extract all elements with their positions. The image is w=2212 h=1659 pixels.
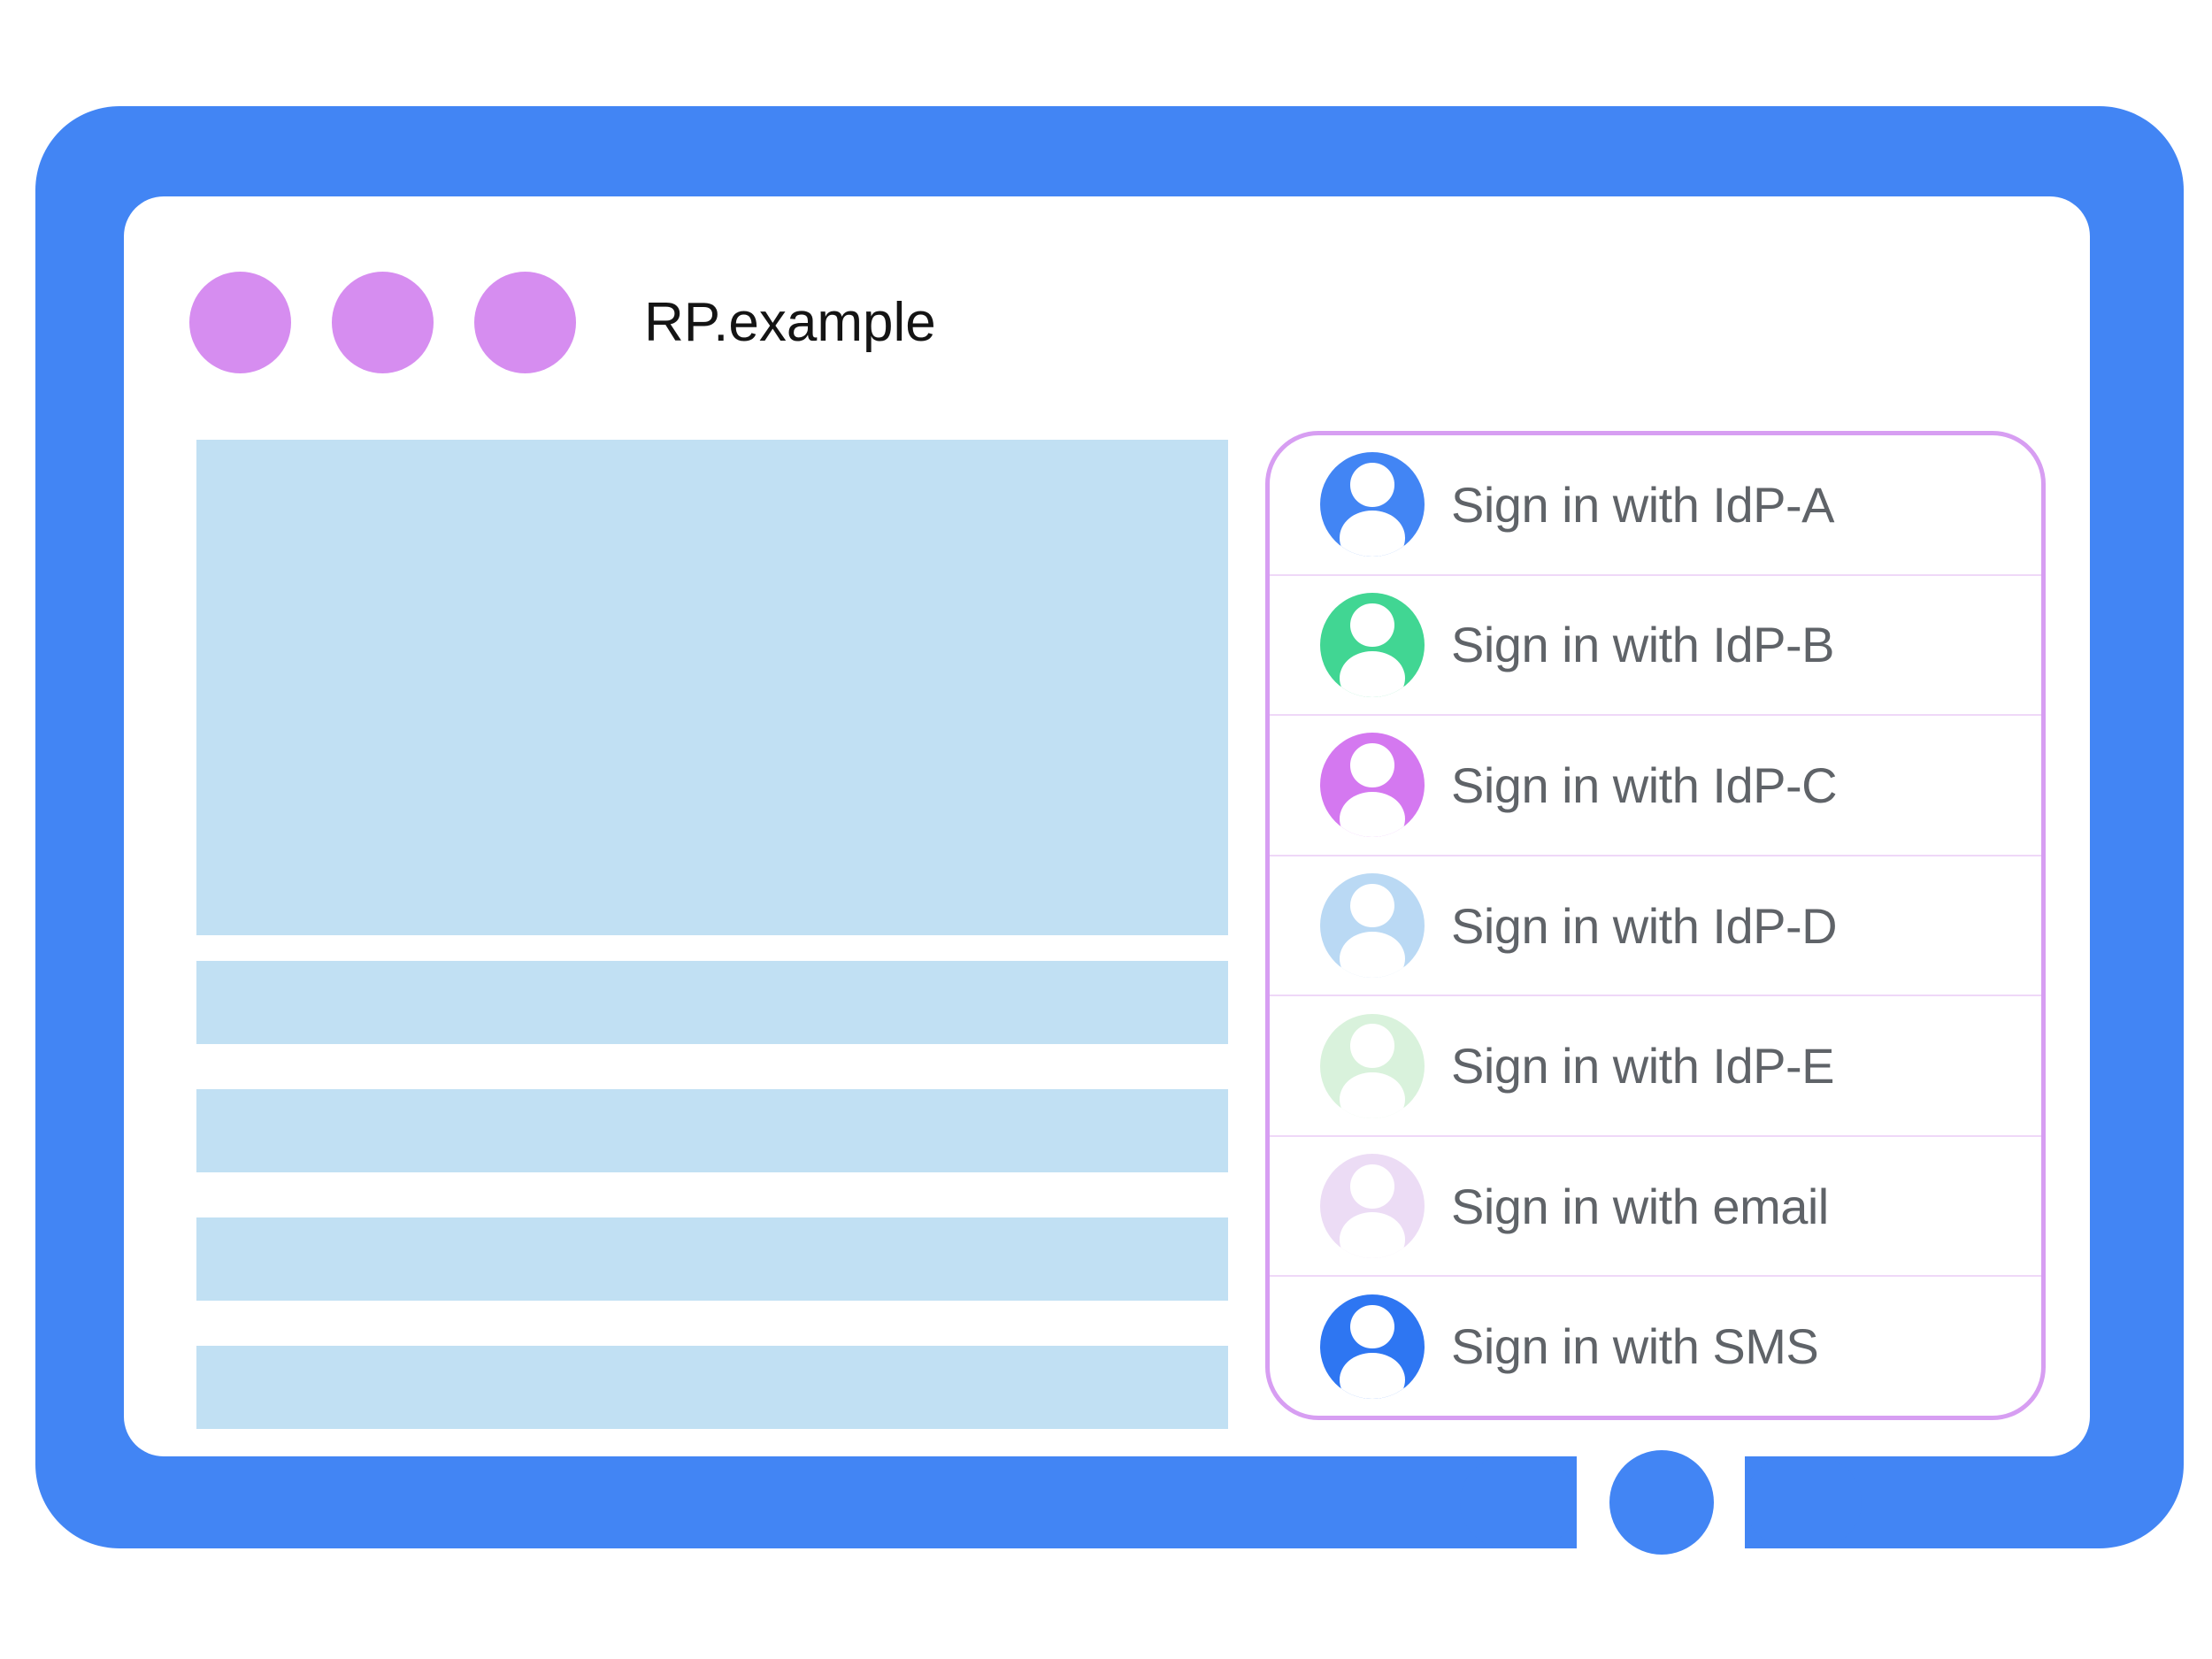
bezel-band-left-cap xyxy=(1460,1456,1577,1548)
window-control-dot xyxy=(474,272,576,373)
person-head-shape xyxy=(1350,743,1394,787)
signin-option-label: Sign in with IdP-E xyxy=(1451,1038,1834,1094)
window-title: RP.example xyxy=(644,292,936,353)
person-head-shape xyxy=(1350,603,1394,648)
signin-option-label: Sign in with IdP-A xyxy=(1451,476,1834,533)
signin-option-row[interactable]: Sign in with IdP-D xyxy=(1270,854,2041,995)
person-torso-shape xyxy=(1340,1071,1405,1118)
content-placeholder-line xyxy=(196,1217,1228,1301)
content-placeholder-line xyxy=(196,1346,1228,1429)
content-placeholder-line xyxy=(196,961,1228,1044)
person-torso-shape xyxy=(1340,791,1405,838)
signin-option-label: Sign in with IdP-B xyxy=(1451,617,1834,673)
person-icon xyxy=(1320,1154,1425,1259)
person-head-shape xyxy=(1350,1164,1394,1209)
signin-option-row[interactable]: Sign in with SMS xyxy=(1270,1275,2041,1416)
person-head-shape xyxy=(1350,883,1394,928)
home-button[interactable] xyxy=(1609,1450,1714,1555)
person-icon xyxy=(1320,1294,1425,1399)
signin-option-label: Sign in with email xyxy=(1451,1178,1829,1234)
person-torso-shape xyxy=(1340,1212,1405,1259)
person-torso-shape xyxy=(1340,650,1405,697)
person-torso-shape xyxy=(1340,932,1405,979)
person-icon xyxy=(1320,733,1425,838)
person-icon xyxy=(1320,592,1425,697)
content-placeholder-hero xyxy=(196,440,1228,935)
window-control-dot xyxy=(332,272,434,373)
bezel-band-right-cap xyxy=(1745,1456,1862,1548)
signin-option-label: Sign in with IdP-C xyxy=(1451,757,1838,813)
signin-panel: Sign in with IdP-A Sign in with IdP-B Sign… xyxy=(1265,431,2046,1420)
person-head-shape xyxy=(1350,1304,1394,1349)
person-icon xyxy=(1320,1013,1425,1118)
window-control-dot xyxy=(189,272,291,373)
signin-option-row[interactable]: Sign in with IdP-E xyxy=(1270,995,2041,1135)
signin-option-row[interactable]: Sign in with IdP-A xyxy=(1270,435,2041,574)
person-torso-shape xyxy=(1340,511,1405,557)
person-head-shape xyxy=(1350,463,1394,507)
person-icon xyxy=(1320,873,1425,979)
signin-option-row[interactable]: Sign in with IdP-C xyxy=(1270,714,2041,855)
signin-option-label: Sign in with IdP-D xyxy=(1451,897,1838,954)
person-icon xyxy=(1320,452,1425,557)
signin-option-label: Sign in with SMS xyxy=(1451,1318,1819,1375)
signin-option-row[interactable]: Sign in with email xyxy=(1270,1134,2041,1276)
person-head-shape xyxy=(1350,1024,1394,1068)
person-torso-shape xyxy=(1340,1352,1405,1399)
signin-option-row[interactable]: Sign in with IdP-B xyxy=(1270,573,2041,715)
content-placeholder-line xyxy=(196,1089,1228,1172)
